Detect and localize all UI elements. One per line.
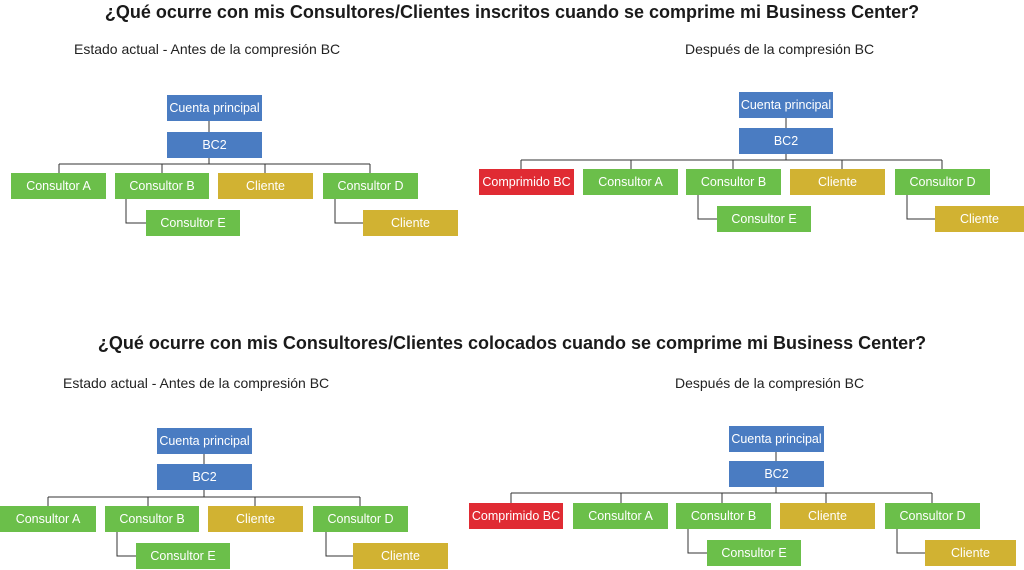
s1-before-consultor-d-node: Consultor D: [323, 173, 418, 199]
s2-after-bc2-node: BC2: [729, 461, 824, 487]
s1-after-cliente-child-node: Cliente: [935, 206, 1024, 232]
s1-before-cliente-node: Cliente: [218, 173, 313, 199]
s1-after-consultor-d-node: Consultor D: [895, 169, 990, 195]
s1-after-cliente-node: Cliente: [790, 169, 885, 195]
s1-after-consultor-a-node: Consultor A: [583, 169, 678, 195]
s2-after-cliente-node: Cliente: [780, 503, 875, 529]
s2-before-consultor-d-node: Consultor D: [313, 506, 408, 532]
section-1-after-label: Después de la compresión BC: [685, 41, 875, 57]
s2-after-consultor-d-node: Consultor D: [885, 503, 980, 529]
s1-before-consultor-b-node: Consultor B: [115, 173, 209, 199]
s1-after-compressed-node: Comprimido BC: [479, 169, 574, 195]
s1-before-bc2-node: BC2: [167, 132, 262, 158]
s2-after-consultor-e-node: Consultor E: [707, 540, 801, 566]
section-1-title: ¿Qué ocurre con mis Consultores/Clientes…: [104, 2, 920, 22]
s1-before-cliente-child-node: Cliente: [363, 210, 458, 236]
s1-after-bc2-node: BC2: [739, 128, 833, 154]
s2-before-root-node: Cuenta principal: [157, 428, 252, 454]
s1-after-consultor-e-node: Consultor E: [717, 206, 811, 232]
s2-before-consultor-b-node: Consultor B: [105, 506, 199, 532]
s2-before-consultor-a-node: Consultor A: [0, 506, 96, 532]
s2-before-cliente-child-node: Cliente: [353, 543, 448, 569]
s1-after-root-node: Cuenta principal: [739, 92, 833, 118]
s2-before-cliente-node: Cliente: [208, 506, 303, 532]
s2-after-consultor-a-node: Consultor A: [573, 503, 668, 529]
s2-after-consultor-b-node: Consultor B: [676, 503, 771, 529]
s2-before-consultor-e-node: Consultor E: [136, 543, 230, 569]
section-1-before-label: Estado actual - Antes de la compresión B…: [74, 41, 341, 57]
section-2-after-label: Después de la compresión BC: [675, 375, 865, 391]
s2-before-bc2-node: BC2: [157, 464, 252, 490]
s1-before-root-node: Cuenta principal: [167, 95, 262, 121]
s2-after-root-node: Cuenta principal: [729, 426, 824, 452]
s2-after-cliente-child-node: Cliente: [925, 540, 1016, 566]
s1-before-consultor-e-node: Consultor E: [146, 210, 240, 236]
s2-after-compressed-node: Comprimido BC: [469, 503, 563, 529]
section-2-title: ¿Qué ocurre con mis Consultores/Clientes…: [97, 333, 927, 353]
s1-before-consultor-a-node: Consultor A: [11, 173, 106, 199]
s1-after-consultor-b-node: Consultor B: [686, 169, 781, 195]
section-2-before-label: Estado actual - Antes de la compresión B…: [63, 375, 330, 391]
